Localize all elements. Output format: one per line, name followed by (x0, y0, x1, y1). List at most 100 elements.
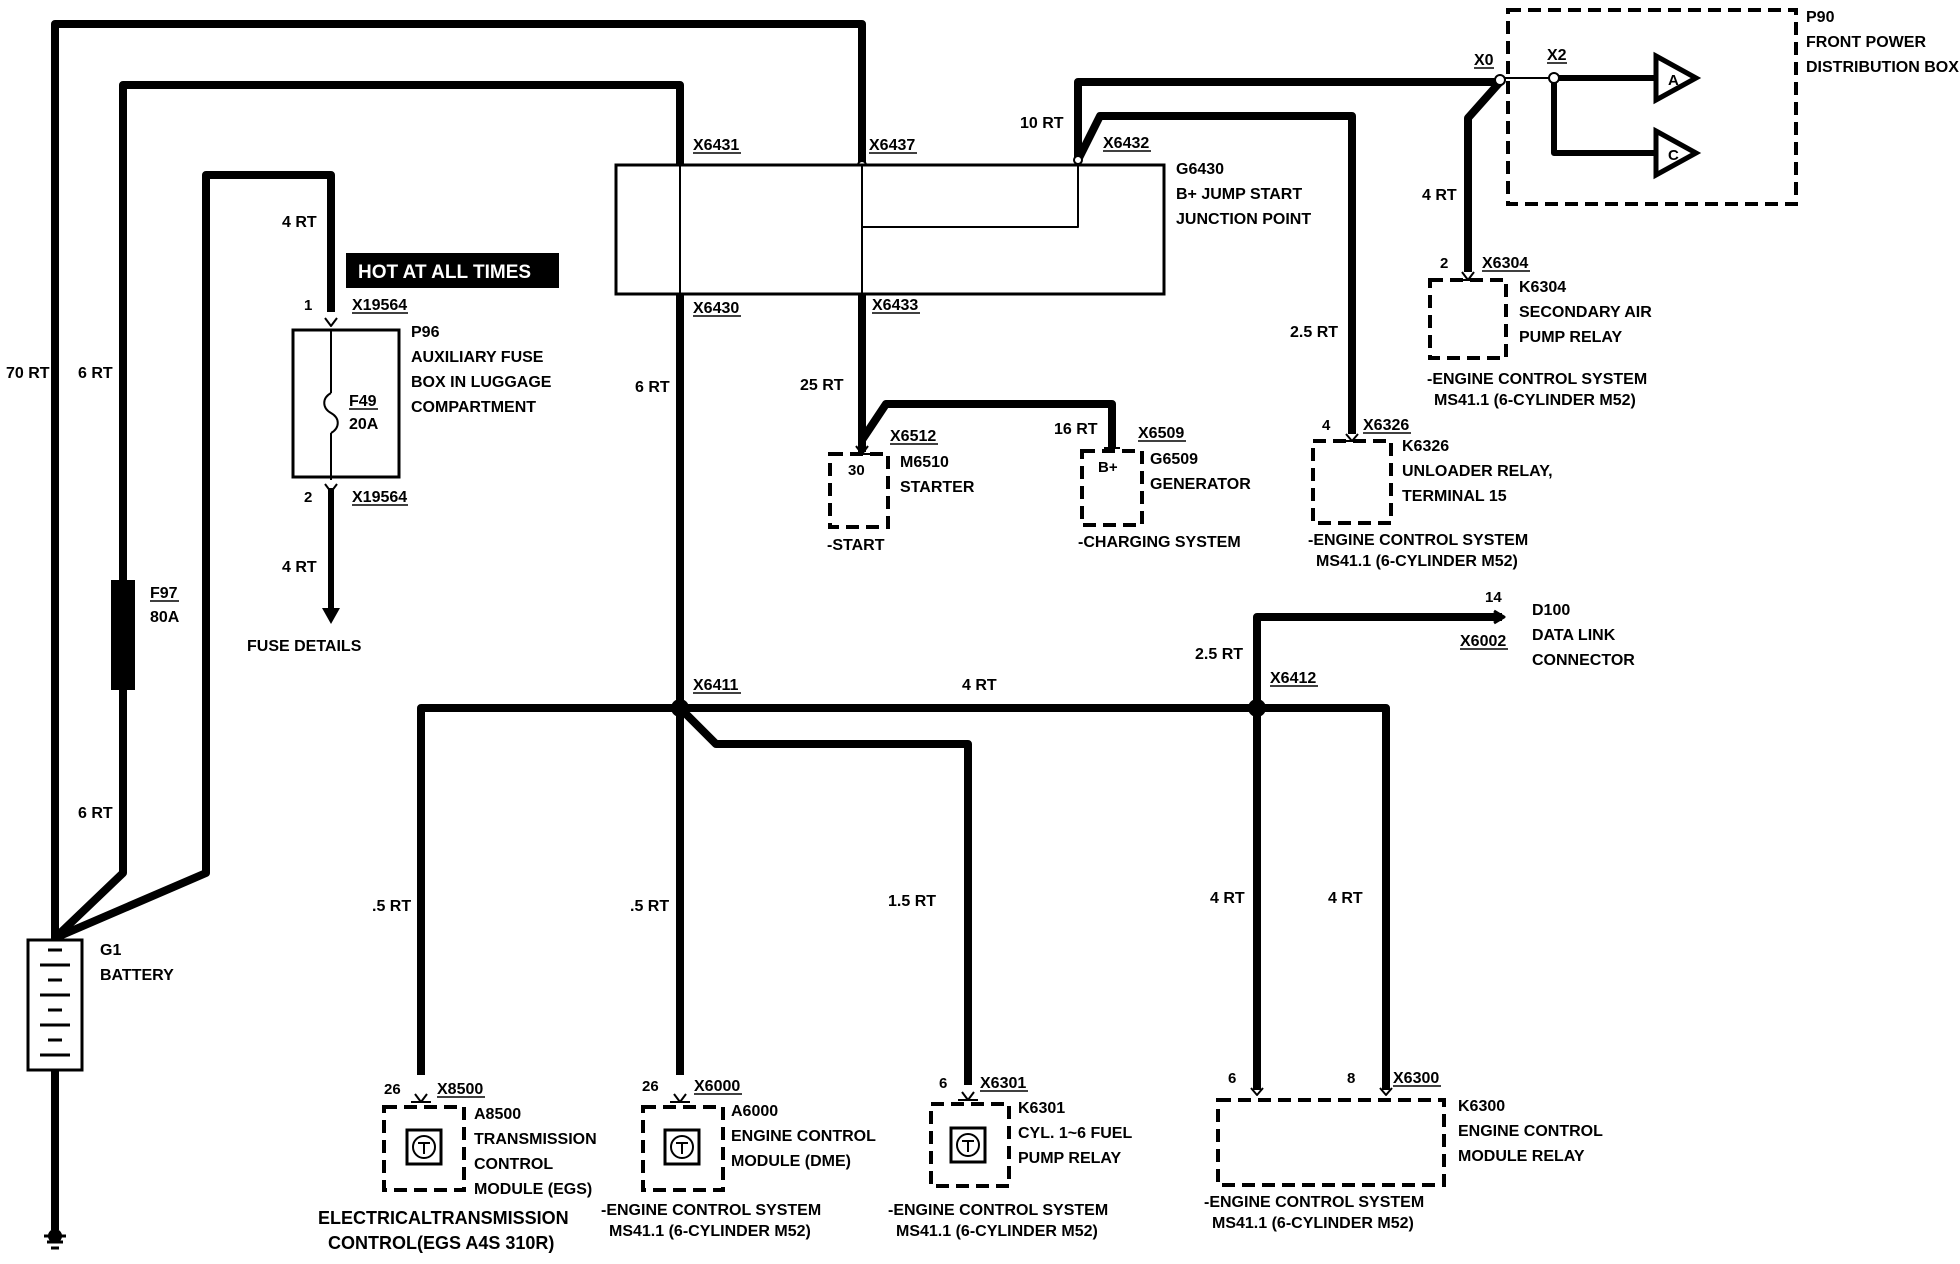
a6000-label: A6000 ENGINE CONTROL MODULE (DME) -ENGIN… (601, 1103, 876, 1240)
svg-text:MODULE (DME): MODULE (DME) (731, 1153, 851, 1170)
svg-text:MODULE (EGS): MODULE (EGS) (474, 1181, 592, 1198)
pin-8-k6300: 8 (1347, 1070, 1355, 1087)
svg-text:BOX IN LUGGAGE: BOX IN LUGGAGE (411, 374, 552, 391)
svg-text:P96: P96 (411, 324, 440, 341)
wire-25rt-d100 (1253, 613, 1502, 708)
svg-text:-ENGINE CONTROL SYSTEM: -ENGINE CONTROL SYSTEM (1204, 1194, 1424, 1211)
connector-x6431: X6431 (693, 137, 739, 154)
a8500-transmission-control-module (382, 1093, 466, 1192)
svg-text:CONTROL(EGS A4S 310R): CONTROL(EGS A4S 310R) (328, 1233, 554, 1253)
wire-6rt-x6431 (52, 81, 684, 941)
fuse-details-label: FUSE DETAILS (247, 638, 362, 655)
d100-connector-icon (1493, 609, 1506, 625)
g1-label: G1 BATTERY (100, 942, 174, 984)
svg-text:-START: -START (827, 537, 885, 554)
connector-x6437: X6437 (869, 137, 915, 154)
connector-x6509: X6509 (1138, 425, 1184, 442)
svg-text:MS41.1 (6-CYLINDER M52): MS41.1 (6-CYLINDER M52) (1434, 392, 1636, 409)
pin-2-p96: 2 (304, 489, 312, 506)
node-x6432 (1073, 155, 1083, 165)
connector-x6304: X6304 (1482, 255, 1528, 272)
connector-x19564-bottom: X19564 (352, 489, 407, 506)
p90-label: P90 FRONT POWER DISTRIBUTION BOX (1806, 9, 1959, 76)
wire-p96-inside (323, 330, 339, 480)
d100-label: D100 DATA LINK CONNECTOR (1532, 602, 1635, 669)
pin-4-k6326: 4 (1322, 417, 1331, 434)
pin-bplus-generator: B+ (1098, 459, 1118, 476)
connector-x19564-top: X19564 (352, 297, 407, 314)
svg-text:MS41.1 (6-CYLINDER M52): MS41.1 (6-CYLINDER M52) (1212, 1215, 1414, 1232)
wire-label-4rt-k6304: 4 RT (1422, 187, 1457, 204)
wire-label-16rt: 16 RT (1054, 421, 1098, 438)
svg-text:AUXILIARY FUSE: AUXILIARY FUSE (411, 349, 544, 366)
g6509-generator (1080, 447, 1144, 527)
m6510-label: M6510 STARTER -START (827, 454, 975, 554)
svg-text:MS41.1 (6-CYLINDER M52): MS41.1 (6-CYLINDER M52) (896, 1223, 1098, 1240)
connector-x6512: X6512 (890, 428, 936, 445)
wire-label-05rt-a8500: .5 RT (372, 898, 411, 915)
svg-text:D100: D100 (1532, 602, 1570, 619)
node-x2 (1548, 72, 1560, 84)
svg-text:STARTER: STARTER (900, 479, 975, 496)
wire-label-70rt: 70 RT (6, 365, 50, 382)
x19564-pin2-marker (324, 483, 338, 493)
k6300-label: K6300 ENGINE CONTROL MODULE RELAY -ENGIN… (1204, 1098, 1603, 1232)
svg-text:SECONDARY AIR: SECONDARY AIR (1519, 304, 1652, 321)
connector-x6430: X6430 (693, 300, 739, 317)
k6326-label: K6326 UNLOADER RELAY, TERMINAL 15 -ENGIN… (1308, 438, 1553, 570)
splice-x6412 (1248, 699, 1266, 717)
connector-x6432: X6432 (1103, 135, 1149, 152)
svg-text:CONNECTOR: CONNECTOR (1532, 652, 1635, 669)
control-module-icon (663, 1128, 701, 1166)
connector-c-label: C (1668, 147, 1679, 164)
k6301-fuel-pump-relay (929, 1091, 1011, 1188)
k6304-label: K6304 SECONDARY AIR PUMP RELAY -ENGINE C… (1427, 279, 1652, 409)
svg-text:K6300: K6300 (1458, 1098, 1505, 1115)
pin-1: 1 (304, 297, 312, 314)
wire-70rt (51, 20, 866, 940)
svg-text:K6326: K6326 (1402, 438, 1449, 455)
svg-text:K6304: K6304 (1519, 279, 1566, 296)
wire-label-05rt-a6000: .5 RT (630, 898, 669, 915)
svg-text:A8500: A8500 (474, 1106, 521, 1123)
svg-text:CYL. 1~6 FUEL: CYL. 1~6 FUEL (1018, 1125, 1132, 1142)
svg-text:DISTRIBUTION BOX: DISTRIBUTION BOX (1806, 59, 1959, 76)
connector-x0: X0 (1474, 52, 1494, 69)
svg-text:GENERATOR: GENERATOR (1150, 476, 1251, 493)
wire-10rt-x0 (1074, 78, 1500, 160)
wire-4rt-k6304 (1464, 79, 1503, 272)
svg-text:G6430: G6430 (1176, 161, 1224, 178)
connector-x6301: X6301 (980, 1075, 1026, 1092)
connector-x6000: X6000 (694, 1078, 740, 1095)
svg-text:A6000: A6000 (731, 1103, 778, 1120)
wire-25rt-k6326 (1074, 112, 1356, 434)
node-x0 (1494, 74, 1506, 86)
wire-label-4rt-k6300-6: 4 RT (1210, 890, 1245, 907)
wire-p90-internal (1500, 75, 1656, 156)
connector-x6326: X6326 (1363, 417, 1409, 434)
svg-text:G6509: G6509 (1150, 451, 1198, 468)
a8500-label: A8500 TRANSMISSION CONTROL MODULE (EGS) … (318, 1106, 597, 1253)
svg-text:PUMP RELAY: PUMP RELAY (1519, 329, 1622, 346)
x19564-pin1-marker (324, 317, 338, 327)
wire-4rt-x6411-x6412 (417, 704, 1390, 1090)
m6510-starter (828, 445, 890, 529)
connector-x6412: X6412 (1270, 670, 1316, 687)
hot-at-all-times-badge: HOT AT ALL TIMES (346, 253, 559, 288)
svg-text:DATA LINK: DATA LINK (1532, 627, 1616, 644)
wire-label-4rt-p96-in: 4 RT (282, 214, 317, 231)
wire-label-4rt-bus: 4 RT (962, 677, 997, 694)
wire-label-6rt-x6430: 6 RT (635, 379, 670, 396)
k6326-unloader-relay (1311, 433, 1393, 525)
svg-text:MS41.1 (6-CYLINDER M52): MS41.1 (6-CYLINDER M52) (1316, 553, 1518, 570)
svg-text:PUMP RELAY: PUMP RELAY (1018, 1150, 1121, 1167)
svg-text:ENGINE CONTROL: ENGINE CONTROL (1458, 1123, 1603, 1140)
pin-26-a6000: 26 (642, 1078, 659, 1095)
f49-label: F49 20A (349, 393, 379, 433)
g6430-label: G6430 B+ JUMP START JUNCTION POINT (1176, 161, 1311, 228)
wire-fuse-details (322, 488, 340, 624)
svg-text:M6510: M6510 (900, 454, 949, 471)
connector-a-label: A (1668, 72, 1679, 89)
g1-battery (26, 938, 84, 1250)
